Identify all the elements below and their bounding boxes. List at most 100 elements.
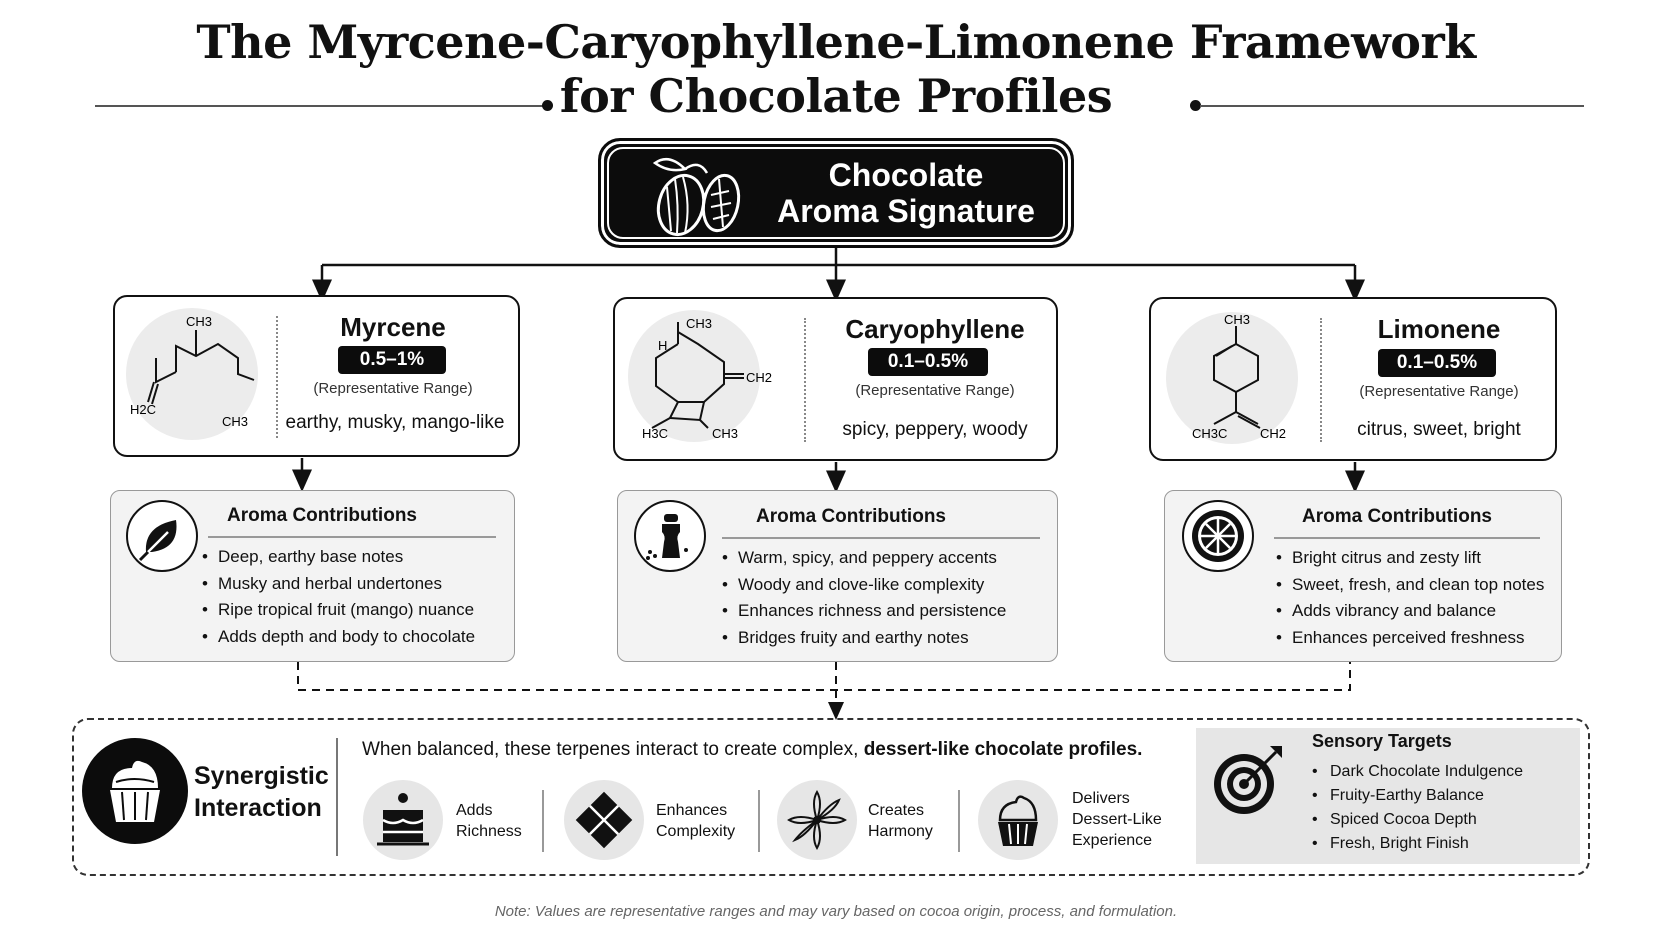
- layer-cake-icon: [363, 780, 443, 860]
- limonene-structure-icon: CH3 CH3C CH2: [1192, 312, 1286, 441]
- feature-adds-richness: Adds Richness: [456, 800, 522, 842]
- myrcene-ch3-right: CH3: [222, 414, 248, 429]
- list-item: Enhances perceived freshness: [1276, 625, 1544, 652]
- caryophyllene-ch2-label: CH2: [746, 370, 772, 385]
- list-item: Dark Chocolate Indulgence: [1312, 760, 1523, 784]
- root-title-line-2: Aroma Signature: [777, 193, 1035, 229]
- limonene-ch3c-label: CH3C: [1192, 426, 1227, 441]
- feature-line: Delivers: [1072, 790, 1130, 807]
- list-item: Woody and clove-like complexity: [722, 572, 1006, 599]
- feature-divider: [958, 790, 960, 852]
- synergy-statement-lead: When balanced, these terpenes interact t…: [362, 739, 859, 760]
- myrcene-contributions-rule: [208, 536, 496, 538]
- limonene-molecule-background: [1166, 312, 1298, 444]
- synergy-statement: When balanced, these terpenes interact t…: [362, 739, 1142, 761]
- myrcene-contributions-list: Deep, earthy base notes Musky and herbal…: [202, 544, 475, 650]
- list-item: Warm, spicy, and peppery accents: [722, 545, 1006, 572]
- myrcene-ch3-top: CH3: [186, 314, 212, 329]
- synergy-divider: [336, 738, 338, 856]
- list-item: Sweet, fresh, and clean top notes: [1276, 572, 1544, 599]
- myrcene-range-badge: 0.5–1%: [338, 346, 446, 374]
- feature-line: Enhances: [656, 802, 728, 819]
- myrcene-descriptors: earthy, musky, mango-like: [285, 412, 505, 433]
- page-title: The Myrcene-Caryophyllene-Limonene Frame…: [196, 15, 1476, 69]
- caryophyllene-range-note: (Representative Range): [855, 382, 1015, 399]
- synergy-title-line-1: Synergistic: [194, 762, 329, 790]
- feature-line: Complexity: [656, 823, 736, 840]
- pepper-grinder-icon: [634, 500, 706, 572]
- feature-line: Experience: [1072, 832, 1153, 849]
- caryophyllene-descriptors: spicy, peppery, woody: [842, 419, 1028, 440]
- list-item: Ripe tropical fruit (mango) nuance: [202, 597, 475, 624]
- title-rule-left: [95, 105, 543, 107]
- myrcene-name: Myrcene: [340, 312, 446, 342]
- myrcene-molecule-background: [126, 308, 258, 440]
- title-rule-right: [1200, 105, 1584, 107]
- feature-line: Harmony: [868, 823, 933, 840]
- limonene-range-note: (Representative Range): [1359, 383, 1519, 400]
- myrcene-h2c-label: H2C: [130, 402, 156, 417]
- limonene-contributions-list: Bright citrus and zesty lift Sweet, fres…: [1276, 545, 1544, 651]
- dessert-cupcake-icon: [978, 780, 1058, 860]
- synergy-statement-bold: dessert-like chocolate profiles.: [863, 739, 1143, 760]
- feature-creates-harmony: Creates Harmony: [868, 800, 933, 842]
- list-item: Adds depth and body to chocolate: [202, 624, 475, 651]
- feature-line: Richness: [456, 823, 522, 840]
- synergy-title-line-2: Interaction: [194, 794, 322, 822]
- target-icon: [1214, 746, 1282, 814]
- root-title-line-1: Chocolate: [828, 157, 984, 193]
- caryophyllene-divider: [804, 318, 806, 442]
- caryophyllene-ch3-top: CH3: [686, 316, 712, 331]
- list-item: Deep, earthy base notes: [202, 544, 475, 571]
- list-item: Spiced Cocoa Depth: [1312, 808, 1523, 832]
- caryophyllene-contributions-heading: Aroma Contributions: [756, 506, 946, 527]
- myrcene-structure-icon: CH3 H2C CH3: [130, 314, 255, 429]
- list-item: Fruity-Earthy Balance: [1312, 784, 1523, 808]
- caryophyllene-contributions-rule: [722, 537, 1040, 539]
- caryophyllene-h3c-label: H3C: [642, 426, 668, 441]
- sensory-targets-heading: Sensory Targets: [1312, 731, 1452, 751]
- feature-enhances-complexity: Enhances Complexity: [656, 800, 735, 842]
- feature-divider: [758, 790, 760, 852]
- sensory-targets-list: Dark Chocolate Indulgence Fruity-Earthy …: [1312, 760, 1523, 856]
- cacao-pod-icon: [652, 157, 741, 237]
- limonene-divider: [1320, 318, 1322, 442]
- feature-line: Creates: [868, 802, 925, 819]
- caryophyllene-structure-icon: CH3 H CH2 H3C CH3: [642, 316, 772, 441]
- chocolate-bar-icon: [564, 780, 644, 860]
- limonene-contributions-heading: Aroma Contributions: [1302, 506, 1492, 527]
- synergy-panel: [72, 718, 1590, 876]
- limonene-ch2-label: CH2: [1260, 426, 1286, 441]
- caryophyllene-range-badge: 0.1–0.5%: [868, 348, 988, 376]
- list-item: Bright citrus and zesty lift: [1276, 545, 1544, 572]
- title-rule-left-dot: [542, 100, 553, 111]
- feature-line: Adds: [456, 802, 493, 819]
- limonene-range-badge: 0.1–0.5%: [1378, 349, 1496, 377]
- cupcake-icon: [82, 738, 188, 844]
- title-rule-right-dot: [1190, 100, 1201, 111]
- list-item: Fresh, Bright Finish: [1312, 832, 1523, 856]
- list-item: Adds vibrancy and balance: [1276, 598, 1544, 625]
- caryophyllene-ch3-right: CH3: [712, 426, 738, 441]
- feature-divider: [542, 790, 544, 852]
- myrcene-divider: [276, 316, 278, 438]
- caryophyllene-contributions-list: Warm, spicy, and peppery accents Woody a…: [722, 545, 1006, 651]
- synergy-title: Synergistic Interaction: [194, 760, 329, 824]
- citrus-slice-icon: [1182, 500, 1254, 572]
- caryophyllene-h-label: H: [658, 338, 667, 353]
- list-item: Enhances richness and persistence: [722, 598, 1006, 625]
- limonene-contributions-rule: [1274, 537, 1540, 539]
- caryophyllene-name: Caryophyllene: [845, 314, 1025, 344]
- limonene-ch3-top: CH3: [1224, 312, 1250, 327]
- myrcene-range-note: (Representative Range): [313, 380, 473, 397]
- feature-dessert-like-experience: Delivers Dessert-Like Experience: [1072, 788, 1162, 851]
- leaf-icon: [126, 500, 198, 572]
- list-item: Musky and herbal undertones: [202, 571, 475, 598]
- feature-line: Dessert-Like: [1072, 811, 1162, 828]
- limonene-descriptors: citrus, sweet, bright: [1357, 419, 1521, 440]
- myrcene-contributions-heading: Aroma Contributions: [227, 505, 417, 526]
- footnote: Note: Values are representative ranges a…: [494, 903, 1178, 920]
- list-item: Bridges fruity and earthy notes: [722, 625, 1006, 652]
- limonene-name: Limonene: [1377, 314, 1501, 344]
